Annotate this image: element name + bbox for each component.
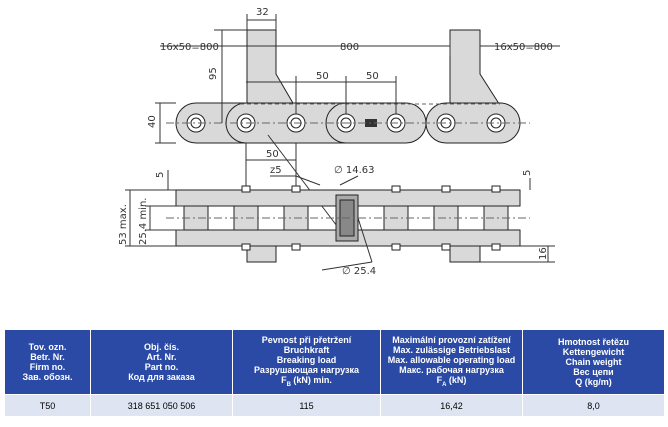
dim-plate-5-left: 5	[155, 172, 166, 178]
dim-min-25-4: 25.4 min.	[138, 198, 149, 245]
dim-pitch-total: 800	[340, 42, 359, 53]
chain-technical-drawing: 32 16x50=800 800 16x50=800 95 50 50 40 5…	[118, 7, 560, 277]
specification-table: Tov. ozn. Betr. Nr. Firm no. Зав. обозн.…	[4, 329, 665, 417]
dim-pitch-a: 50	[316, 71, 329, 82]
header-chain-weight: Hmotnost řetězu Kettengewicht Chain weig…	[522, 329, 665, 395]
dim-pitch-right: 16x50=800	[494, 42, 553, 53]
dim-plate-5-right: 5	[522, 170, 533, 176]
dim-offset-z5: z5	[270, 165, 282, 176]
header-operating-load: Maximální provozní zatížení Max. zulässi…	[380, 329, 523, 395]
dim-max-53: 53 max.	[118, 204, 129, 245]
dim-pitch-left: 16x50=800	[160, 42, 219, 53]
dim-roller-dia: ∅ 25.4	[342, 266, 376, 277]
dim-pin-dia: ∅ 14.63	[334, 165, 375, 176]
table-row: T50 318 651 050 506 115 16,42 8,0	[4, 394, 665, 417]
header-part-no: Obj. čís. Art. Nr. Part no. Код для зака…	[90, 329, 233, 395]
cell-chain-weight: 8,0	[522, 394, 665, 417]
dim-top-width: 32	[256, 7, 269, 18]
dim-pitch-c: 50	[266, 149, 279, 160]
cell-breaking-load: 115	[232, 394, 381, 417]
header-breaking-load: Pevnost při přetržení Bruchkraft Breakin…	[232, 329, 381, 395]
dim-height-16: 16	[538, 247, 549, 260]
dim-height-40: 40	[147, 115, 158, 128]
cell-operating-load: 16,42	[380, 394, 523, 417]
header-firm-no: Tov. ozn. Betr. Nr. Firm no. Зав. обозн.	[4, 329, 91, 395]
dim-pitch-b: 50	[366, 71, 379, 82]
cell-part-no: 318 651 050 506	[90, 394, 233, 417]
cell-firm-no: T50	[4, 394, 91, 417]
dim-height-95: 95	[208, 67, 219, 80]
